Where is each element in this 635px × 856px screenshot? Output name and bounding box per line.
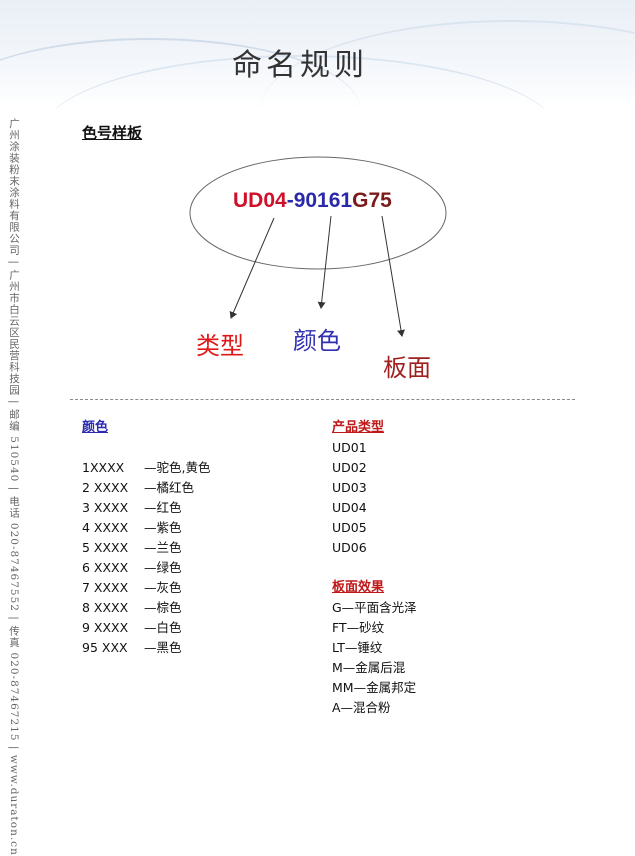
board-effect-heading[interactable]: 板面效果 [332,580,385,595]
label-color: 颜色 [293,327,341,355]
list-item: UD04 [332,500,367,515]
color-desc: —棕色 [144,600,182,615]
arrow-to-color [317,215,332,309]
color-desc: —红色 [144,500,182,515]
list-item: UD02 [332,460,367,475]
color-desc: —橘红色 [144,480,195,495]
list-item: 4 XXXX —紫色 [82,518,302,538]
spacer [82,438,302,458]
color-desc: —灰色 [144,580,182,595]
list-item: 3 XXXX —红色 [82,498,302,518]
list-item: A—混合粉 [332,700,391,715]
color-code: 3 XXXX [82,500,129,515]
list-item: 7 XXXX —灰色 [82,578,302,598]
list-item: UD05 [332,520,367,535]
list-item: UD01 [332,440,367,455]
color-desc: —兰色 [144,540,182,555]
color-desc: —驼色,黄色 [144,460,211,475]
section-title: 色号样板 [82,124,143,142]
header-banner [0,0,635,108]
label-board: 板面 [383,354,431,382]
color-desc: —白色 [144,620,182,635]
page-title: 命名规则 [232,48,368,83]
color-desc: —紫色 [144,520,182,535]
list-item: FT—砂纹 [332,620,385,635]
code-board-part: G75 [352,189,392,212]
color-heading[interactable]: 颜色 [82,420,109,435]
list-item: G—平面含光泽 [332,600,417,615]
color-code: 4 XXXX [82,520,129,535]
color-desc: —黑色 [144,640,182,655]
list-item: 2 XXXX —橘红色 [82,478,302,498]
sample-code: UD04-90161G75 [233,189,392,213]
product-type-list: 产品类型 UD01 UD02 UD03 UD04 UD05 UD06 板面效果 … [332,418,552,718]
label-type: 类型 [196,332,244,360]
color-code: 8 XXXX [82,600,129,615]
code-separator: - [286,189,294,212]
list-item: 6 XXXX —绿色 [82,558,302,578]
list-item: MM—金属邦定 [332,680,417,695]
color-list: 颜色 1XXXX —驼色,黄色 2 XXXX —橘红色 3 XXXX —红色 4 XX… [82,418,302,658]
banner-wave [0,38,360,108]
product-type-heading[interactable]: 产品类型 [332,420,385,435]
color-code: 7 XXXX [82,580,129,595]
color-code: 9 XXXX [82,620,129,635]
list-item: UD03 [332,480,367,495]
spacer [332,558,552,578]
color-code: 95 XXX [82,640,128,655]
naming-diagram [189,156,447,337]
color-code: 6 XXXX [82,560,129,575]
color-code: 1XXXX [82,460,125,475]
dashed-divider [70,399,575,400]
color-desc: —绿色 [144,560,182,575]
banner-wave [40,55,560,108]
code-color-part: 90161 [293,189,353,212]
color-code: 2 XXXX [82,480,129,495]
list-item: 5 XXXX —兰色 [82,538,302,558]
list-item: 95 XXX —黑色 [82,638,302,658]
company-sidebar-text: 广州涂装粉末涂料有限公司 | 广州市白云区民营科技园 | 邮编 510540 |… [8,118,20,856]
color-code: 5 XXXX [82,540,129,555]
arrow-to-type [229,217,275,319]
list-item: UD06 [332,540,367,555]
code-ellipse [189,156,447,270]
code-type-part: UD04 [233,189,287,212]
list-item: M—金属后混 [332,660,406,675]
arrow-to-board [381,215,405,337]
list-item: 9 XXXX —白色 [82,618,302,638]
list-item: 1XXXX —驼色,黄色 [82,458,302,478]
list-item: LT—锤纹 [332,640,383,655]
list-item: 8 XXXX —棕色 [82,598,302,618]
